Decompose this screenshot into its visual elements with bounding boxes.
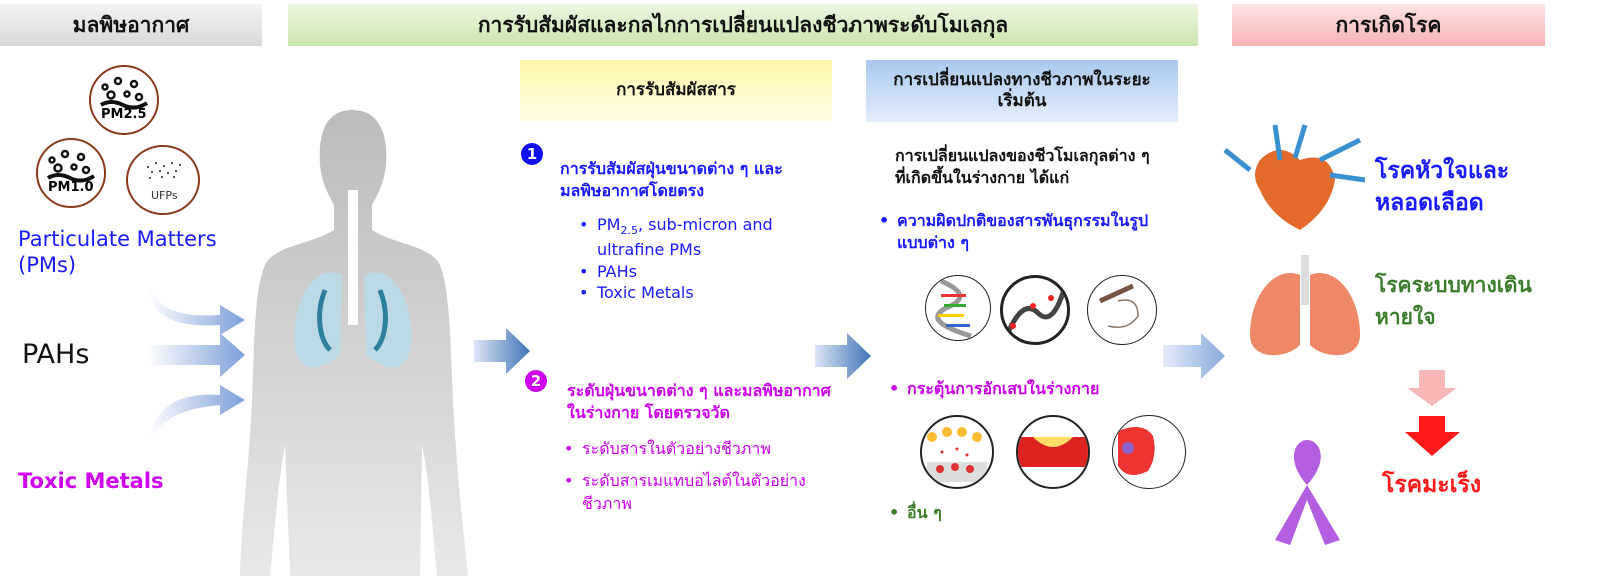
number-badge-2: 2: [525, 370, 547, 392]
arrow-icon: [147, 280, 245, 335]
pm10-label: PM1.0: [48, 180, 94, 195]
header-label: มลพิษอากาศ: [72, 12, 190, 37]
header-air-pollution: มลพิษอากาศ: [0, 4, 262, 46]
exposure-arrows: [147, 280, 245, 445]
pahs-label: PAHs: [22, 339, 90, 370]
cancer-label: โรคมะเร็ง: [1382, 472, 1482, 498]
pm10-icon: PM1.0: [36, 138, 106, 208]
header-label: การรับสัมผัสและกลไกการเปลี่ยนแปลงชีวภาพร…: [477, 12, 1009, 37]
dna-helix-icon: [925, 275, 991, 341]
list-item: PAHs: [575, 261, 825, 283]
cardiovascular-disease-label: โรคหัวใจและหลอดเลือด: [1375, 158, 1510, 217]
body-level-list: ระดับสารในตัวอย่างชีวภาพ ระดับสารเมแทบอไ…: [560, 438, 820, 515]
chromatin-icon: [1087, 275, 1157, 345]
list-item: ความผิดปกติของสารพันธุกรรมในรูปแบบต่าง ๆ: [875, 210, 1175, 253]
early-change-header: การเปลี่ยนแปลงทางชีวภาพในระยะเริ่มต้น: [866, 60, 1178, 122]
heart-icon: [1223, 124, 1366, 230]
respiratory-disease-label: โรคระบบทางเดินหายใจ: [1375, 273, 1532, 329]
header-label: การเกิดโรค: [1335, 12, 1442, 37]
early-change-intro: การเปลี่ยนแปลงของชีวโมเลกุลต่าง ๆ ที่เกิ…: [895, 146, 1150, 187]
other-list: อื่น ๆ: [885, 502, 942, 524]
list-item: ระดับสารเมแทบอไลต์ในตัวอย่างชีวภาพ: [560, 470, 820, 515]
list-item: PM2.5, sub-micron and ultrafine PMs: [575, 214, 825, 261]
list-item: อื่น ๆ: [885, 502, 942, 524]
list-item: Toxic Metals: [575, 282, 825, 304]
ufps-label: UFPs: [151, 189, 178, 202]
genetic-list: ความผิดปกติของสารพันธุกรรมในรูปแบบต่าง ๆ: [875, 210, 1175, 253]
down-arrows-icon: [1405, 370, 1460, 456]
human-body-lungs-image: [240, 110, 468, 576]
direct-exposure-title: การรับสัมผัสฝุ่นขนาดต่าง ๆ และมลพิษอากาศ…: [560, 159, 783, 200]
list-item: ระดับสารในตัวอย่างชีวภาพ: [560, 438, 820, 461]
toxic-metals-label: Toxic Metals: [18, 469, 164, 493]
dna-mutation-icon: [1000, 275, 1070, 345]
pm25-icon: PM2.5: [89, 65, 159, 135]
arrow-icon: [474, 328, 530, 374]
inflammation-list: กระตุ้นการอักเสบในร่างกาย: [885, 378, 1185, 400]
pm25-label: PM2.5: [101, 107, 147, 122]
number-badge-1: 1: [521, 143, 543, 165]
ufps-icon: UFPs: [126, 145, 200, 215]
cells-inflammation-icon: [920, 415, 994, 489]
exposure-header: การรับสัมผัสสาร: [520, 60, 832, 122]
body-level-title: ระดับฝุ่นขนาดต่าง ๆ และมลพิษอากาศในร่างก…: [567, 381, 831, 422]
arrow-icon: [1163, 333, 1225, 379]
cancer-ribbon-icon: [1275, 440, 1340, 545]
particulate-matters-label: Particulate Matters (PMs): [18, 227, 217, 278]
header-disease: การเกิดโรค: [1232, 4, 1545, 46]
direct-exposure-list: PM2.5, sub-micron and ultrafine PMs PAHs…: [575, 214, 825, 304]
artery-plaque-icon: [1016, 415, 1090, 489]
exposure-title: การรับสัมผัสสาร: [616, 80, 736, 101]
list-item: กระตุ้นการอักเสบในร่างกาย: [885, 378, 1185, 400]
lungs-icon: [1250, 255, 1360, 356]
arrow-icon: [148, 333, 245, 377]
immune-cell-icon: [1112, 415, 1186, 489]
arrow-icon: [148, 385, 245, 445]
header-mechanism: การรับสัมผัสและกลไกการเปลี่ยนแปลงชีวภาพร…: [288, 4, 1198, 46]
early-change-title: การเปลี่ยนแปลงทางชีวภาพในระยะเริ่มต้น: [893, 69, 1151, 111]
arrow-icon: [815, 333, 871, 379]
